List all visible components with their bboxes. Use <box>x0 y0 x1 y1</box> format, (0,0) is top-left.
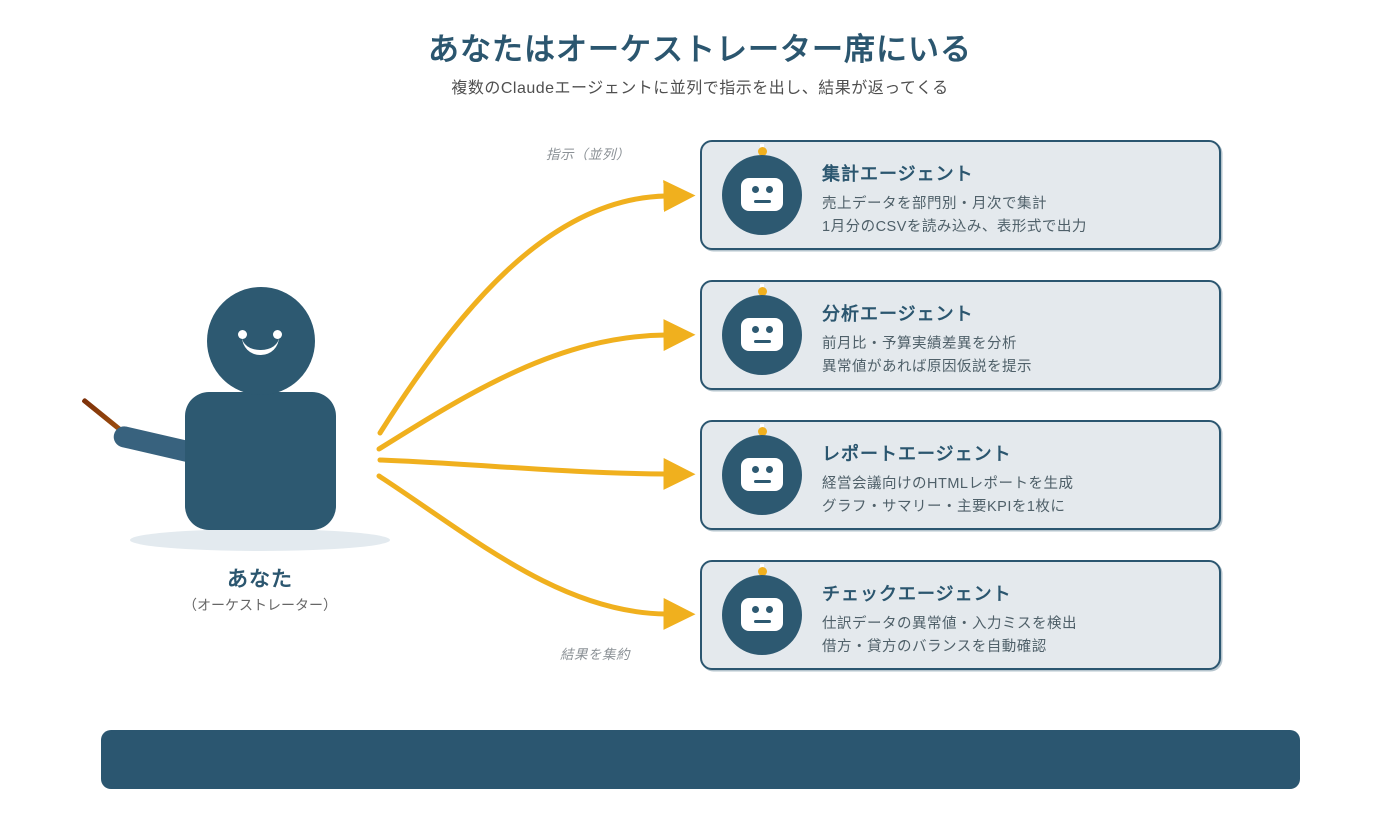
agent-desc-line: 売上データを部門別・月次で集計 <box>822 196 1047 212</box>
robot-eye-right <box>766 326 773 333</box>
agent-title: 分析エージェント <box>822 304 974 324</box>
robot-eye-right <box>766 186 773 193</box>
robot-eye-left <box>752 466 759 473</box>
arrow-to-agent-3 <box>377 457 696 490</box>
robot-eye-left <box>752 186 759 193</box>
robot-antenna-dot <box>757 287 767 296</box>
robot-icon <box>702 562 812 668</box>
robot-icon <box>702 422 812 528</box>
figure-eye-right <box>273 330 282 339</box>
robot-face <box>741 598 783 631</box>
agent-desc-line: 借方・貸方のバランスを自動確認 <box>822 639 1047 655</box>
figure-eye-left <box>238 330 247 339</box>
agent-card-analysis: 分析エージェント 前月比・予算実績差異を分析 異常値があれば原因仮説を提示 <box>700 280 1221 390</box>
arrow-to-agent-2 <box>376 319 696 452</box>
robot-mouth <box>754 620 771 623</box>
orchestrator-role-label: （オーケストレーター） <box>183 597 337 613</box>
arrow-to-agent-4 <box>376 473 696 630</box>
robot-face <box>741 458 783 491</box>
agent-desc-line: 異常値があれば原因仮説を提示 <box>822 359 1032 375</box>
agent-desc-line: グラフ・サマリー・主要KPIを1枚に <box>822 499 1066 515</box>
agent-card-report: レポートエージェント 経営会議向けのHTMLレポートを生成 グラフ・サマリー・主… <box>700 420 1221 530</box>
agent-desc-line: 経営会議向けのHTMLレポートを生成 <box>822 476 1074 492</box>
robot-eye-right <box>766 606 773 613</box>
flow-label-aggregate: 結果を集約 <box>560 647 630 662</box>
robot-antenna-dot <box>757 427 767 436</box>
agent-card-check: チェックエージェント 仕訳データの異常値・入力ミスを検出 借方・貸方のバランスを… <box>700 560 1221 670</box>
footer-bar <box>101 730 1300 789</box>
flow-label-instructions: 指示（並列） <box>546 147 630 162</box>
robot-antenna-dot <box>757 147 767 156</box>
page-title: あなたはオーケストレーター席にいる <box>428 32 972 67</box>
figure-body <box>185 392 336 530</box>
figure-shadow <box>130 529 390 551</box>
agent-title: レポートエージェント <box>822 444 1012 464</box>
robot-antenna-dot <box>757 567 767 576</box>
agent-desc-line: 1月分のCSVを読み込み、表形式で出力 <box>822 219 1087 235</box>
agent-title: 集計エージェント <box>822 164 974 184</box>
robot-icon <box>702 142 812 248</box>
orchestrator-name-label: あなた <box>227 568 293 591</box>
agent-title: チェックエージェント <box>822 584 1012 604</box>
robot-mouth <box>754 340 771 343</box>
robot-mouth <box>754 200 771 203</box>
robot-icon <box>702 282 812 388</box>
robot-mouth <box>754 480 771 483</box>
figure-smile <box>242 337 279 355</box>
agent-card-aggregation: 集計エージェント 売上データを部門別・月次で集計 1月分のCSVを読み込み、表形… <box>700 140 1221 250</box>
agent-desc-line: 前月比・予算実績差異を分析 <box>822 336 1017 352</box>
robot-face <box>741 318 783 351</box>
robot-eye-left <box>752 326 759 333</box>
robot-eye-right <box>766 466 773 473</box>
robot-eye-left <box>752 606 759 613</box>
robot-face <box>741 178 783 211</box>
page-subtitle: 複数のClaudeエージェントに並列で指示を出し、結果が返ってくる <box>451 80 949 97</box>
agent-desc-line: 仕訳データの異常値・入力ミスを検出 <box>822 616 1077 632</box>
arrow-to-agent-1 <box>377 180 696 436</box>
